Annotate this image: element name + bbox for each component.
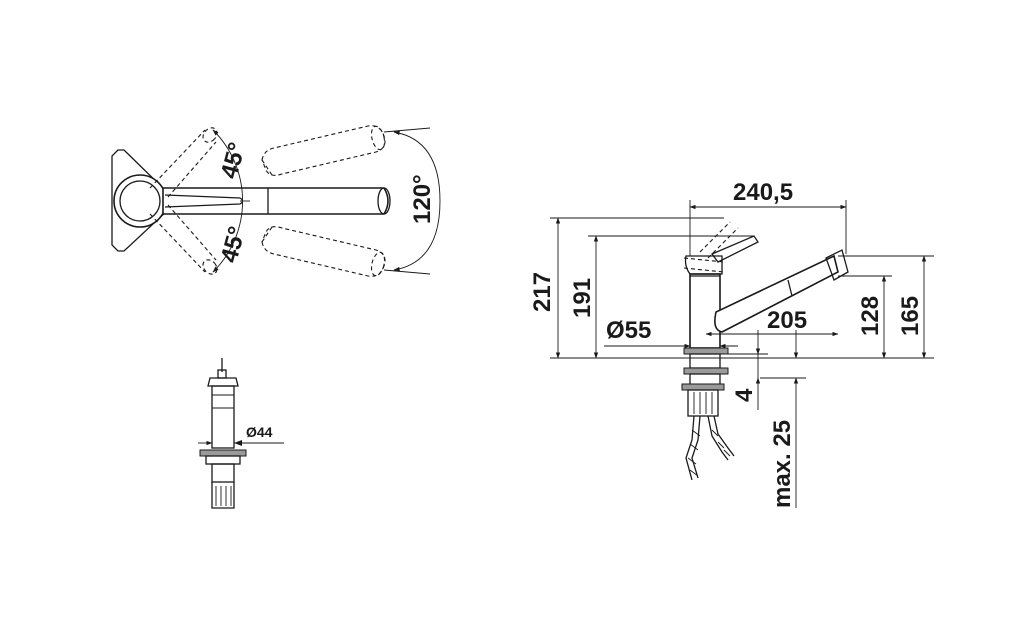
dim-width-total: 240,5 [733, 179, 793, 206]
dim-thickness-min: 4 [731, 388, 758, 402]
faucet-body [689, 273, 721, 349]
side-view: 240,5 217 191 Ø55 205 128 165 4 max. 25 [529, 179, 934, 508]
dim-height-outlet: 165 [897, 296, 924, 336]
dim-diameter-44: Ø44 [246, 424, 273, 440]
top-view: 45° 45° 120° [111, 125, 441, 277]
mount-ring [683, 347, 729, 355]
angle-total-label: 120° [409, 174, 436, 224]
spout-position-lower [261, 226, 386, 277]
dim-thickness-max: max. 25 [769, 420, 796, 508]
angle-upper-label: 45° [216, 140, 251, 182]
spout-center [162, 187, 391, 215]
supply-hose-left [685, 415, 701, 481]
tap-body-inner [119, 180, 161, 222]
base-view: Ø44 [198, 358, 284, 509]
spout-head [825, 249, 849, 281]
angle-arc-outer [393, 130, 441, 272]
base-plate-outline [111, 149, 169, 252]
faucet-spout [714, 254, 839, 333]
angle-lower-label: 45° [216, 224, 251, 266]
dim-height-total: 217 [529, 272, 556, 312]
supply-hose-right [707, 415, 735, 461]
dim-height-spout: 128 [857, 296, 884, 336]
tap-body-circle [113, 174, 167, 228]
dim-height-body: 191 [569, 278, 596, 318]
dim-reach-spout: 205 [767, 307, 807, 334]
dim-diameter-55: Ø55 [606, 317, 651, 344]
faucet-lever [710, 235, 759, 263]
spout-position-upper [261, 125, 386, 176]
